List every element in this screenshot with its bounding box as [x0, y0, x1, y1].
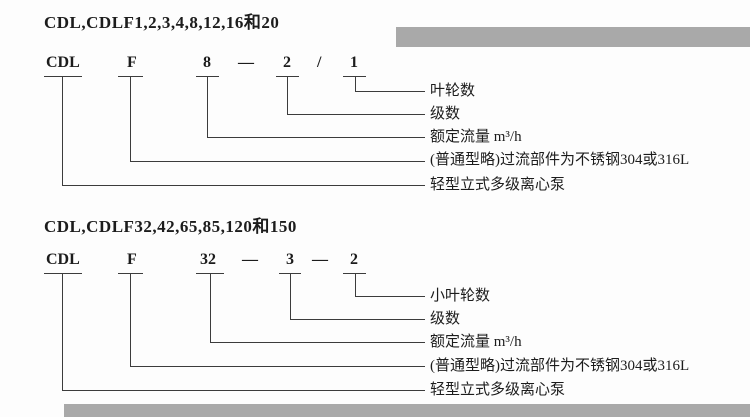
connector-line [62, 185, 425, 186]
connector-line [62, 273, 63, 390]
s2-code-dash2: — [312, 251, 328, 268]
s1-label-impeller-count: 叶轮数 [430, 83, 476, 99]
s1-label-rated-flow: 额定流量 m³/h [430, 129, 522, 145]
connector-line [355, 296, 425, 297]
connector-line [355, 273, 356, 296]
s1-code-series: CDL [46, 54, 80, 71]
connector-line [343, 76, 366, 77]
s2-code-material: F [127, 251, 137, 268]
connector-line [355, 76, 356, 91]
connector-line [290, 319, 425, 320]
connector-line [287, 76, 288, 114]
s2-label-rated-flow: 额定流量 m³/h [430, 334, 522, 350]
s2-label-small-impeller-count: 小叶轮数 [430, 288, 491, 304]
s2-code-small-impellers: 2 [350, 251, 358, 268]
s1-code-stages: 2 [283, 54, 291, 71]
s2-code-series: CDL [46, 251, 80, 268]
s2-label-stage-count: 级数 [430, 311, 461, 327]
s1-code-material: F [127, 54, 137, 71]
connector-line [210, 273, 211, 342]
connector-line [355, 91, 425, 92]
connector-line [207, 137, 425, 138]
scan-artifact-bottom-bar [64, 404, 750, 417]
connector-line [343, 273, 366, 274]
s1-code-flow: 8 [203, 54, 211, 71]
s1-code-impellers: 1 [350, 54, 358, 71]
connector-line [290, 273, 291, 319]
scan-artifact-top-bar [396, 27, 750, 47]
connector-line [130, 76, 131, 161]
s2-code-dash1: — [242, 251, 258, 268]
s1-label-pump-type: 轻型立式多级离心泵 [430, 177, 566, 193]
connector-line [287, 114, 425, 115]
section2-title: CDL,CDLF32,42,65,85,120和150 [44, 217, 297, 236]
connector-line [130, 161, 425, 162]
section1-title: CDL,CDLF1,2,3,4,8,12,16和20 [44, 13, 280, 32]
connector-line [210, 342, 425, 343]
s1-label-material-note: (普通型略)过流部件为不锈钢304或316L [430, 152, 690, 168]
s2-label-material-note: (普通型略)过流部件为不锈钢304或316L [430, 358, 690, 374]
connector-line [207, 76, 208, 137]
connector-line [130, 366, 425, 367]
connector-line [62, 76, 63, 185]
s2-code-flow: 32 [200, 251, 216, 268]
connector-line [44, 273, 82, 274]
connector-line [130, 273, 131, 366]
s1-code-slash: / [317, 54, 322, 71]
s1-label-stage-count: 级数 [430, 106, 461, 122]
connector-line [44, 76, 82, 77]
s1-code-dash: — [238, 54, 254, 71]
s2-code-stages: 3 [286, 251, 294, 268]
s2-label-pump-type: 轻型立式多级离心泵 [430, 382, 566, 398]
connector-line [62, 390, 425, 391]
